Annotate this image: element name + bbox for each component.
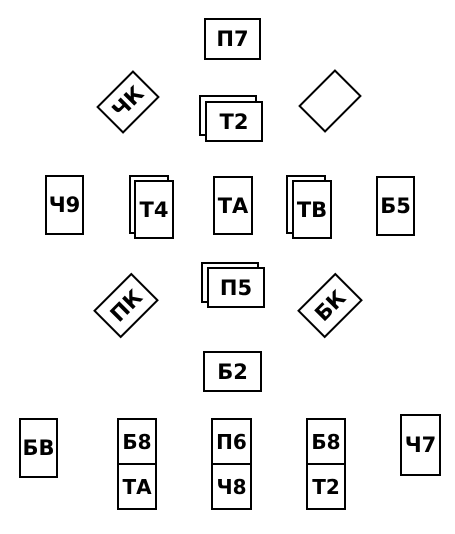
card-pk-diamond: ПК [93, 272, 159, 339]
card-ch7: Ч7 [400, 414, 441, 476]
card-b8-top: Б8 [119, 420, 155, 465]
card-p5: П5 [207, 267, 265, 308]
card-ta: ТА [213, 176, 253, 235]
card-pair-b8-ta: Б8 ТА [117, 418, 157, 510]
card-pair-b8-t2: Б8 Т2 [306, 418, 346, 510]
card-ch9: Ч9 [45, 175, 84, 235]
card-bk-diamond: БК [297, 272, 363, 339]
card-blank-diamond [298, 69, 362, 133]
card-ta-bottom: ТА [122, 474, 152, 499]
card-chk-diamond: ЧК [96, 70, 160, 134]
card-t2: Т2 [205, 101, 263, 142]
card-tv: ТВ [292, 180, 332, 239]
card-t2-bottom: Т2 [312, 474, 340, 499]
card-pair-p6-ch8: П6 Ч8 [211, 418, 252, 510]
card-b5: Б5 [376, 176, 415, 236]
card-p6-top: П6 [213, 420, 250, 465]
card-b2: Б2 [203, 351, 262, 392]
card-ch8-bottom: Ч8 [216, 474, 247, 499]
card-t4: Т4 [134, 180, 174, 239]
card-bv: БВ [19, 418, 58, 478]
card-p7: П7 [204, 18, 261, 60]
card-b8-top-2: Б8 [308, 420, 344, 465]
